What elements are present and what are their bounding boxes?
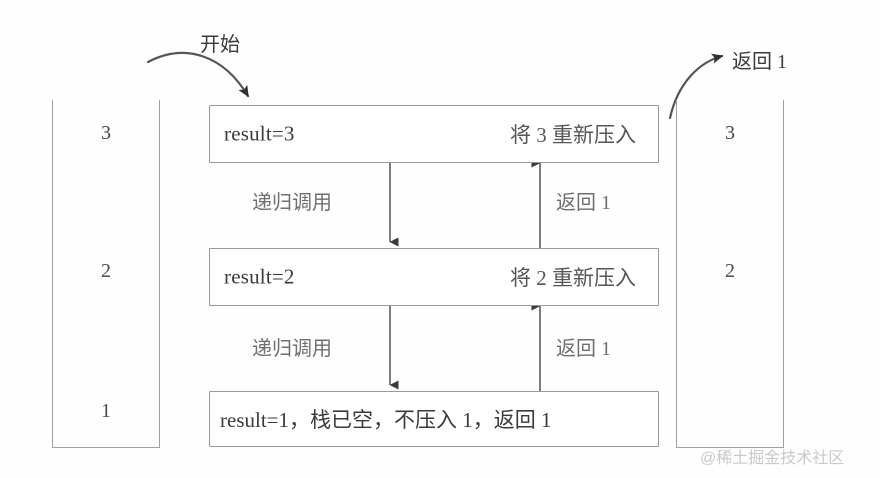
return-top-label: 返回 1 — [732, 51, 787, 73]
stack-left: 3 2 1 — [52, 100, 160, 448]
stack-left-value-2: 1 — [101, 400, 111, 422]
call-frame-2: result=2 将 2 重新压入 — [209, 248, 659, 306]
edge-label-return-2: 返回 1 — [556, 338, 611, 360]
call-frame-3-result: result=3 — [224, 121, 295, 146]
start-label: 开始 — [200, 34, 240, 56]
start-curve-arrow — [146, 51, 250, 98]
stack-left-value-1: 2 — [101, 260, 111, 282]
edge-label-recursive-call-1: 递归调用 — [252, 192, 332, 214]
call-frame-2-result: result=2 — [224, 264, 295, 289]
stack-right-value-0: 3 — [725, 122, 735, 144]
call-frame-3: result=3 将 3 重新压入 — [209, 105, 659, 163]
call-frame-2-action: 将 2 重新压入 — [510, 266, 636, 290]
stack-left-value-0: 3 — [101, 122, 111, 144]
call-frame-3-action: 将 3 重新压入 — [510, 123, 636, 147]
edge-label-return-1: 返回 1 — [556, 192, 611, 214]
watermark: @稀土掘金技术社区 — [700, 450, 845, 467]
call-frame-1: result=1，栈已空，不压入 1，返回 1 — [209, 391, 659, 447]
call-frame-1-text: result=1，栈已空，不压入 1，返回 1 — [220, 408, 552, 432]
edge-label-recursive-call-2: 递归调用 — [252, 338, 332, 360]
stack-right: 3 2 — [676, 100, 784, 448]
stack-right-value-1: 2 — [725, 260, 735, 282]
